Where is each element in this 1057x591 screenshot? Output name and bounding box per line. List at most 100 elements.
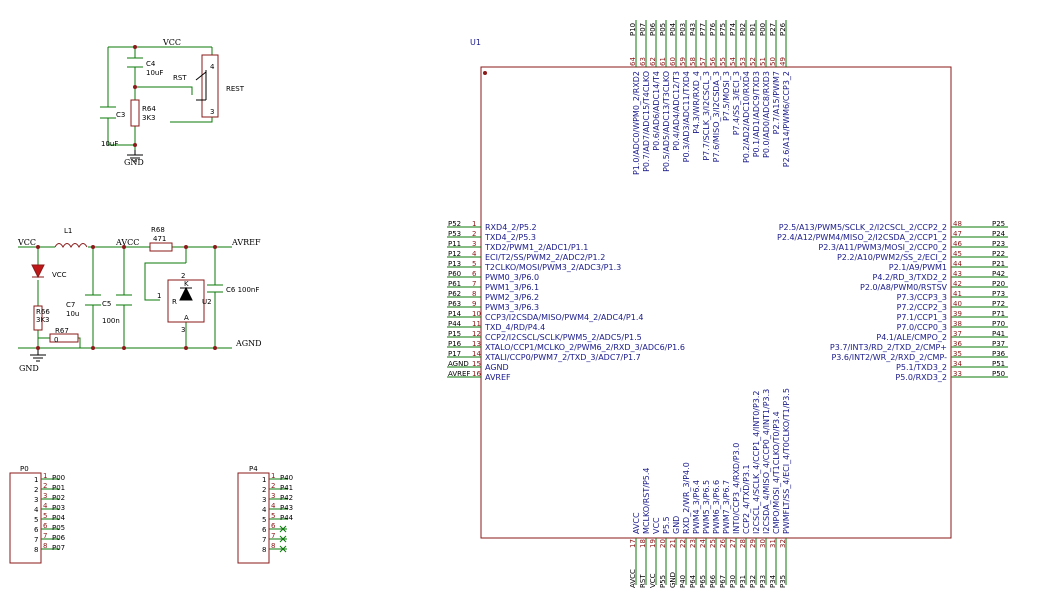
u1-pin-function: P7.3/CCP3_3 — [897, 293, 947, 302]
u1-pin-number: 47 — [953, 230, 962, 238]
c4-label: C4 — [146, 60, 156, 68]
u1-net-label: P76 — [709, 22, 717, 36]
u1-pin-function: PWM0_3/P6.0 — [485, 273, 539, 282]
u1-pin-number: 21 — [669, 539, 677, 548]
u1-net-label: P26 — [779, 22, 787, 36]
u1-pin-function: P5.0/RXD3_2 — [895, 373, 947, 382]
u1-pin-number: 33 — [953, 370, 962, 378]
agnd-label: AGND — [235, 339, 262, 348]
u1-pin-function: P7.7/SCLK_3/I2CSCL_3 — [702, 71, 711, 161]
u1-pin-number: 49 — [779, 57, 787, 66]
u1-pin-function: MCLKO/RST/P5.4 — [642, 467, 651, 534]
u1-pin-function: P5.1/TXD3_2 — [896, 363, 947, 372]
u1-net-label: P72 — [992, 300, 1005, 308]
u1-net-label: P43 — [689, 23, 697, 36]
u1-net-label: AGND — [448, 360, 469, 368]
u1-net-label: P23 — [992, 240, 1005, 248]
p4-pin-number: 8 — [262, 546, 266, 554]
u1-pin-function: XTALO/CCP1/MCLKO_2/PWM6_2/RXD_3/ADC6/P1.… — [485, 343, 685, 352]
c7-label: C7 — [66, 301, 75, 309]
p4-net-label: P41 — [280, 484, 293, 492]
u1-pin-number: 57 — [699, 57, 707, 66]
p0-pin-number: 5 — [34, 516, 38, 524]
u1-pin-function: P4.2/RD_3/TXD2_2 — [873, 273, 947, 282]
r68-label: R68 — [151, 226, 165, 234]
u1-pin-number: 13 — [472, 340, 481, 348]
u1-pin-function: PWMFLT/SS_4/ECI_4/T0CLKO/T1/P3.5 — [782, 388, 791, 534]
u1-net-label: P11 — [448, 240, 461, 248]
r67-resistor — [49, 333, 79, 343]
u1-pin-function: P3.7/INT3/RD_2/TXD_2/CMP+ — [830, 343, 947, 352]
gnd-symbol — [127, 150, 143, 162]
u1-net-label: VCC — [649, 573, 657, 588]
reset-switch[interactable] — [201, 54, 219, 118]
u1-pin-function: T2CLKO/MOSI/PWM3_2/ADC3/P1.3 — [484, 263, 621, 272]
u2-pin-1: 1 — [157, 292, 161, 300]
u1-pin-function: P2.0/A8/PWM0/RSTSV — [860, 283, 948, 292]
p4-net-label: P43 — [280, 504, 293, 512]
u1-pin-function: P3.6/INT2/WR_2/RXD_2/CMP- — [831, 353, 947, 362]
u1-pin-number: 27 — [729, 539, 737, 548]
r66-label: R66 — [36, 308, 50, 316]
rest-label: REST — [226, 85, 245, 93]
c3-value: 10uF — [101, 140, 118, 148]
no-connect-icon — [279, 535, 287, 543]
u1-pin-function: PWM3_3/P6.3 — [485, 303, 539, 312]
u2-a-label: A — [184, 314, 189, 322]
u1-pin-48: P2548P2.5/A13/PWM5/SCLK_2/I2CSCL_2/CCP2_… — [779, 220, 1008, 232]
u1-net-label: P66 — [709, 574, 717, 588]
p4-pin-number: 6 — [262, 526, 267, 534]
u1-net-label: P62 — [448, 290, 461, 298]
u1-pin-function: P2.3/A11/PWM3/MOSI_2/CCP0_2 — [818, 243, 947, 252]
u1-pin-number: 22 — [679, 539, 687, 548]
u1-pin-function: P0.7/AD7/ADC15/T4CLKO — [642, 71, 651, 172]
u1-pin-number: 44 — [953, 260, 962, 268]
u1-pin-function: P2.6/A14/PWM6/CCP3_2 — [782, 71, 791, 167]
u1-pin-number: 37 — [953, 330, 962, 338]
u1-pin-number: 2 — [472, 230, 476, 238]
u1-net-label: P73 — [992, 290, 1005, 298]
u1-net-label: AVREF — [448, 370, 470, 378]
u1-pin-number: 51 — [759, 57, 767, 66]
vcc-label-2: VCC — [17, 238, 36, 247]
u1-net-label: P27 — [769, 23, 777, 36]
u1-net-label: P25 — [992, 220, 1005, 228]
u1-pin-number: 52 — [749, 57, 757, 66]
p4-pin-index: 6 — [271, 522, 276, 530]
u1-net-label: P10 — [629, 23, 637, 36]
u1-pin-number: 18 — [639, 539, 647, 548]
u1-net-label: P55 — [659, 575, 667, 588]
p0-net-label: P01 — [52, 484, 65, 492]
led-icon — [31, 264, 45, 279]
u1-net-label: P63 — [448, 300, 461, 308]
u1-pin-number: 54 — [729, 57, 737, 66]
u1-pin-function: P7.2/CCP2_3 — [897, 303, 947, 312]
u1-net-label: P40 — [679, 575, 687, 588]
u1-pin-function: CCP2/I2CSCL/SCLK/PWM5_2/ADC5/P1.5 — [485, 333, 642, 342]
p4-pin-number: 4 — [262, 506, 267, 514]
u2-pin-2: 2 — [181, 272, 185, 280]
r68-resistor — [149, 242, 173, 252]
u1-pin-function: P4.3/WR/RXD_4 — [692, 71, 701, 134]
r64-label: R64 — [142, 105, 156, 113]
u1-pin-number: 41 — [953, 290, 962, 298]
u1-pin-number: 30 — [759, 539, 767, 548]
u1-pin-function: P0.2/AD2/ADC10/RXD4 — [742, 71, 751, 163]
u1-pin-function: TXD2/PWM1_2/ADC1/P1.1 — [484, 243, 588, 252]
